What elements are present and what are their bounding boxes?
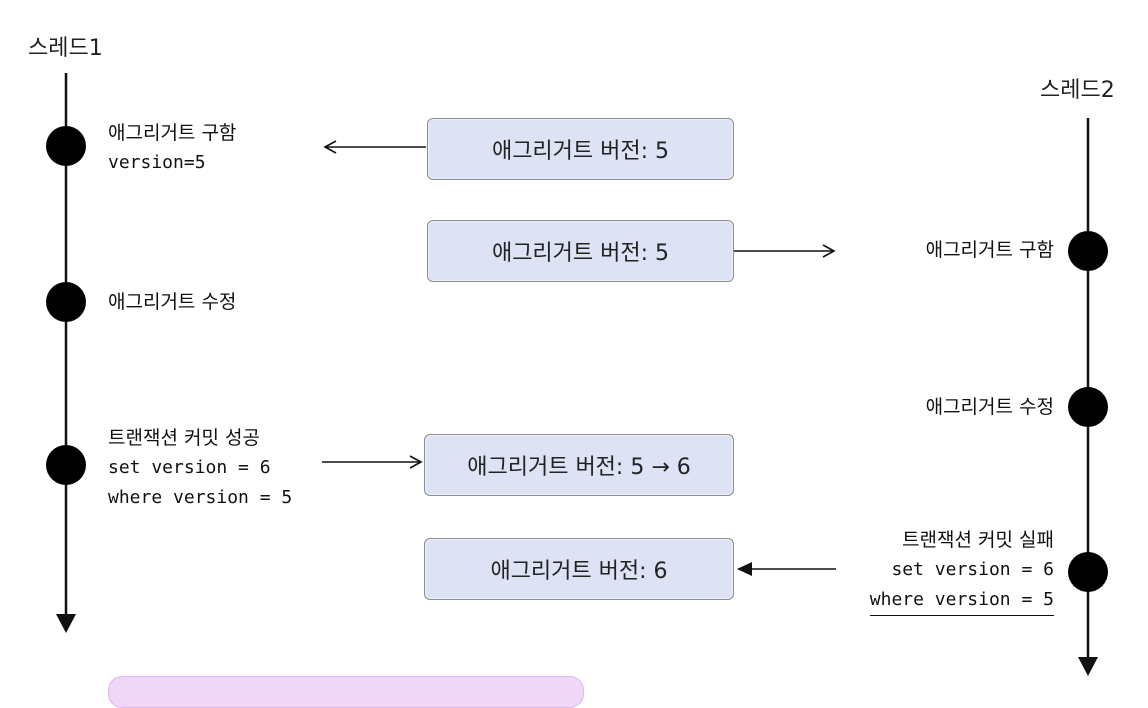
thread1-timeline-arrowhead	[56, 614, 76, 633]
thread1-event-3-line3: where version = 5	[108, 487, 293, 508]
thread1-event-dot-3	[46, 445, 86, 485]
thread1-event-dot-2	[46, 282, 86, 322]
thread1-event-1-line1: 애그리거트 구함	[108, 122, 237, 144]
diagram-lines	[46, 73, 1108, 676]
thread2-event-2-line1: 애그리거트 수정	[925, 396, 1054, 418]
thread1-title: 스레드1	[28, 36, 103, 61]
version-box-3: 애그리거트 버전: 5 → 6	[424, 434, 734, 496]
thread1-event-dot-1	[46, 126, 86, 166]
thread1-event-3-line1: 트랜잭션 커밋 성공	[108, 427, 260, 449]
thread2-event-3-label: 트랜잭션 커밋 실패 set version = 6 where version…	[869, 525, 1054, 616]
bottom-highlight-bar	[108, 676, 584, 708]
thread2-timeline-arrowhead	[1078, 657, 1098, 676]
thread2-event-2-label: 애그리거트 수정	[926, 392, 1054, 422]
version-box-1: 애그리거트 버전: 5	[427, 118, 734, 180]
thread2-event-3-line3: where version = 5	[869, 585, 1054, 616]
thread1-event-1-line2: version=5	[108, 152, 206, 173]
thread2-event-dot-1	[1068, 231, 1108, 271]
thread1-event-3-line2: set version = 6	[108, 457, 271, 478]
thread2-event-1-label: 애그리거트 구함	[926, 235, 1054, 265]
thread2-event-dot-2	[1068, 387, 1108, 427]
thread2-event-3-line2: set version = 6	[891, 559, 1054, 580]
thread2-event-1-line1: 애그리거트 구함	[925, 239, 1054, 261]
thread2-event-dot-3	[1068, 552, 1108, 592]
thread1-event-2-label: 애그리거트 수정	[108, 287, 236, 317]
thread1-event-1-label: 애그리거트 구함 version=5	[108, 118, 236, 178]
thread2-event-3-line1: 트랜잭션 커밋 실패	[902, 529, 1054, 551]
thread1-event-3-label: 트랜잭션 커밋 성공 set version = 6 where version…	[108, 423, 292, 513]
thread1-event-2-line1: 애그리거트 수정	[108, 291, 237, 313]
version-box-2: 애그리거트 버전: 5	[427, 220, 734, 282]
thread2-title: 스레드2	[1040, 78, 1115, 103]
version-box-4: 애그리거트 버전: 6	[424, 538, 734, 600]
